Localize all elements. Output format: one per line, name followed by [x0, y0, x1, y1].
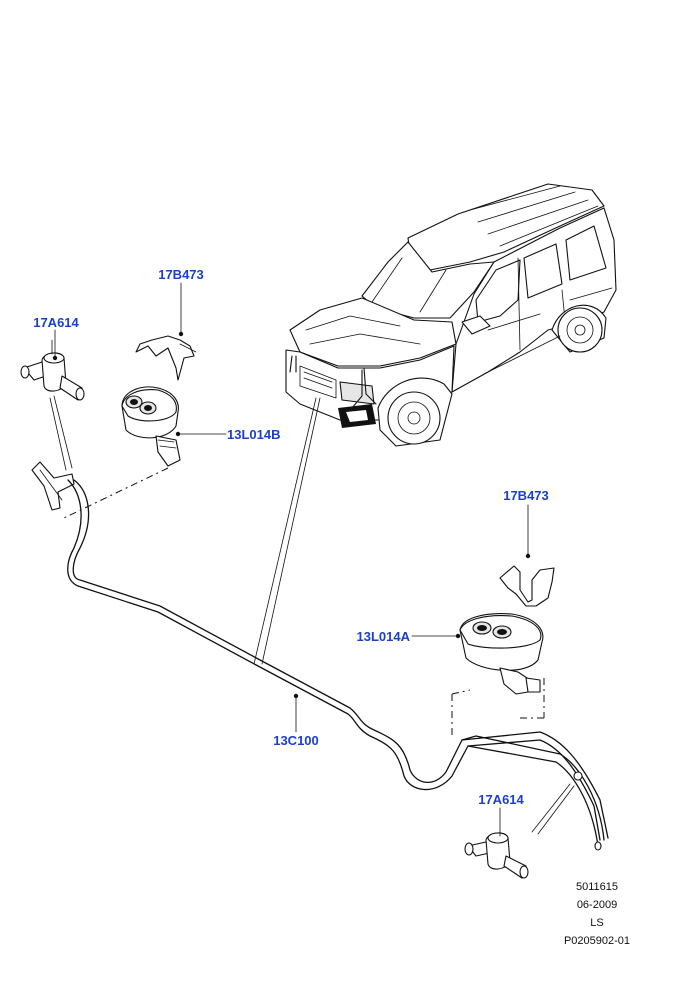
callout-17a614-top: 17A614: [33, 315, 79, 330]
reference-date: 06-2009: [577, 899, 617, 911]
hose-clip-left: [31, 461, 75, 511]
callout-13c100: 13C100: [273, 733, 319, 748]
callout-13l014a: 13L014A: [357, 629, 411, 644]
drawing-reference-block: 5011615 06-2009 LS P0205902-01: [564, 881, 630, 947]
t-piece-connector-bottom: [464, 832, 529, 879]
reference-illustration-id: P0205902-01: [564, 935, 630, 947]
washer-jet-left: [121, 386, 181, 467]
callout-17b473-top: 17B473: [158, 267, 204, 282]
leader-lines: [49, 282, 575, 837]
retaining-clip-top: [135, 335, 197, 381]
reference-number: 5011615: [576, 881, 618, 893]
retaining-clip-right: [499, 565, 555, 607]
vehicle-illustration: [285, 183, 617, 447]
t-piece-connector-top: [20, 339, 85, 401]
callout-17b473-right: 17B473: [503, 488, 549, 503]
callout-13l014b: 13L014B: [227, 427, 280, 442]
reference-model-code: LS: [590, 917, 603, 929]
callout-17a614-bottom: 17A614: [478, 792, 524, 807]
washer-hose-assembly: [67, 479, 609, 851]
washer-jet-right: [459, 613, 544, 695]
